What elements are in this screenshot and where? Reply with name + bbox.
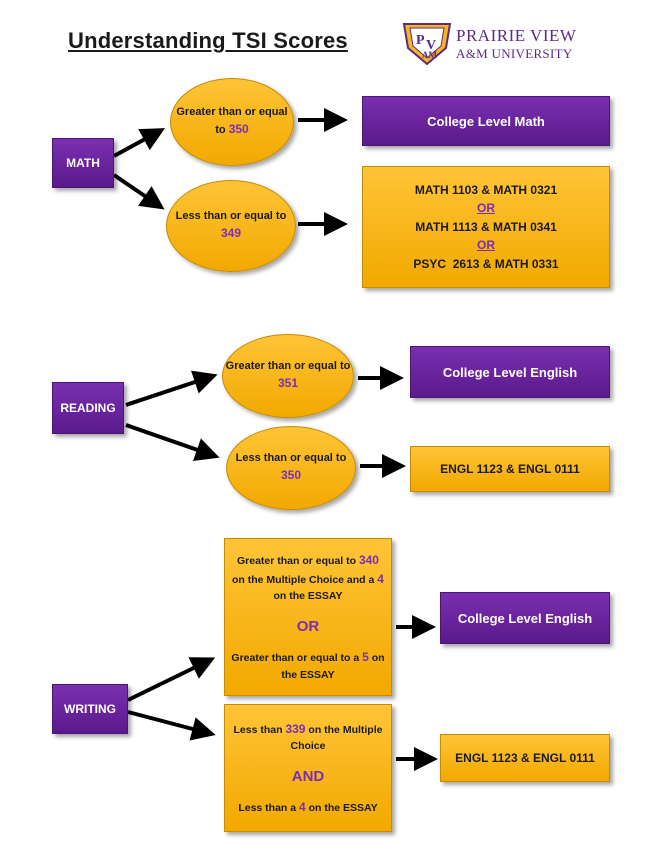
svg-text:P: P bbox=[416, 33, 425, 48]
logo-line-2: A&M UNIVERSITY bbox=[456, 46, 573, 61]
writing-label: WRITING bbox=[64, 702, 116, 716]
writing-high-p2-a: Greater than or equal to a bbox=[231, 651, 360, 664]
writing-low-p1-b: on the Multiple Choice bbox=[290, 723, 383, 753]
writing-high-p1-c: on the ESSAY bbox=[273, 590, 343, 603]
reading-low-score: 350 bbox=[280, 468, 302, 482]
math-low-text: Less than or equal to bbox=[175, 210, 287, 223]
reading-low-text: Less than or equal to bbox=[235, 452, 347, 465]
writing-high-p1-essay: 4 bbox=[377, 571, 384, 586]
logo-line-1: PRAIRIE VIEW bbox=[456, 26, 577, 45]
reading-high-result-box: College Level English bbox=[410, 346, 610, 398]
writing-low-p1-a: Less than bbox=[233, 723, 283, 736]
reading-high-oval: Greater than or equal to 351 bbox=[222, 334, 354, 418]
reading-high-text: Greater than or equal to bbox=[225, 360, 351, 373]
math-low-or1: OR bbox=[476, 201, 495, 216]
writing-high-p1-a: Greater than or equal to bbox=[237, 555, 357, 568]
svg-text:V: V bbox=[426, 38, 436, 53]
reading-label-box: READING bbox=[52, 382, 124, 434]
writing-label-box: WRITING bbox=[52, 684, 128, 734]
writing-high-p2-b: on the ESSAY bbox=[281, 651, 385, 681]
writing-low-result: ENGL 1123 & ENGL 0111 bbox=[455, 751, 595, 765]
math-low-line3: PSYC 2613 & MATH 0331 bbox=[413, 256, 559, 271]
reading-low-result-box: ENGL 1123 & ENGL 0111 bbox=[410, 446, 610, 492]
arrow-math-to-high bbox=[113, 128, 166, 158]
math-high-result: College Level Math bbox=[427, 113, 545, 129]
math-high-text: Greater than or equal to bbox=[176, 106, 288, 136]
math-high-oval: Greater than or equal to 350 bbox=[170, 78, 294, 166]
reading-low-result: ENGL 1123 & ENGL 0111 bbox=[440, 462, 580, 476]
math-low-oval: Less than or equal to 349 bbox=[166, 180, 296, 272]
page-title: Understanding TSI Scores bbox=[68, 28, 348, 53]
reading-label: READING bbox=[60, 401, 116, 415]
pvamu-shield-icon: P V AM bbox=[402, 23, 452, 66]
arrow-reading-to-high bbox=[125, 370, 218, 407]
reading-high-score: 351 bbox=[277, 376, 299, 390]
arrow-reading-to-low bbox=[125, 423, 220, 462]
math-high-score: 350 bbox=[228, 122, 249, 136]
math-label-box: MATH bbox=[52, 138, 114, 188]
svg-text:AM: AM bbox=[422, 50, 437, 60]
math-label: MATH bbox=[66, 156, 100, 170]
arrow-writing-to-low bbox=[127, 710, 216, 741]
reading-high-result: College Level English bbox=[442, 364, 578, 380]
writing-low-condition-box: Less than 339 on the Multiple Choice AND… bbox=[224, 704, 392, 832]
arrow-math-to-low bbox=[112, 173, 165, 210]
writing-high-p1-b: on the Multiple Choice and a bbox=[232, 573, 375, 586]
writing-low-p1-score: 339 bbox=[285, 721, 306, 736]
university-logo: P V AM PRAIRIE VIEW A&M UNIVERSITY bbox=[400, 18, 580, 68]
writing-low-p2-essay: 4 bbox=[299, 799, 306, 814]
writing-high-condition-box: Greater than or equal to 340 on the Mult… bbox=[224, 538, 392, 696]
writing-high-or: OR bbox=[296, 617, 320, 635]
math-low-result-box: MATH 1103 & MATH 0321 OR MATH 1113 & MAT… bbox=[362, 166, 610, 288]
arrow-writing-to-high bbox=[127, 657, 216, 702]
math-high-result-box: College Level Math bbox=[362, 96, 610, 146]
math-low-score: 349 bbox=[220, 226, 242, 240]
reading-low-oval: Less than or equal to 350 bbox=[226, 426, 356, 510]
writing-high-p2-essay: 5 bbox=[362, 649, 369, 664]
writing-high-result-box: College Level English bbox=[440, 592, 610, 644]
math-low-or2: OR bbox=[476, 238, 495, 253]
writing-low-result-box: ENGL 1123 & ENGL 0111 bbox=[440, 734, 610, 782]
writing-low-p2-a: Less than a bbox=[238, 801, 297, 814]
writing-high-result: College Level English bbox=[457, 610, 593, 626]
writing-low-p2-b: on the ESSAY bbox=[308, 801, 378, 814]
math-low-line1: MATH 1103 & MATH 0321 bbox=[414, 182, 558, 197]
writing-low-and: AND bbox=[291, 767, 325, 785]
math-low-line2: MATH 1113 & MATH 0341 bbox=[415, 219, 557, 234]
writing-high-p1-score: 340 bbox=[358, 553, 379, 568]
